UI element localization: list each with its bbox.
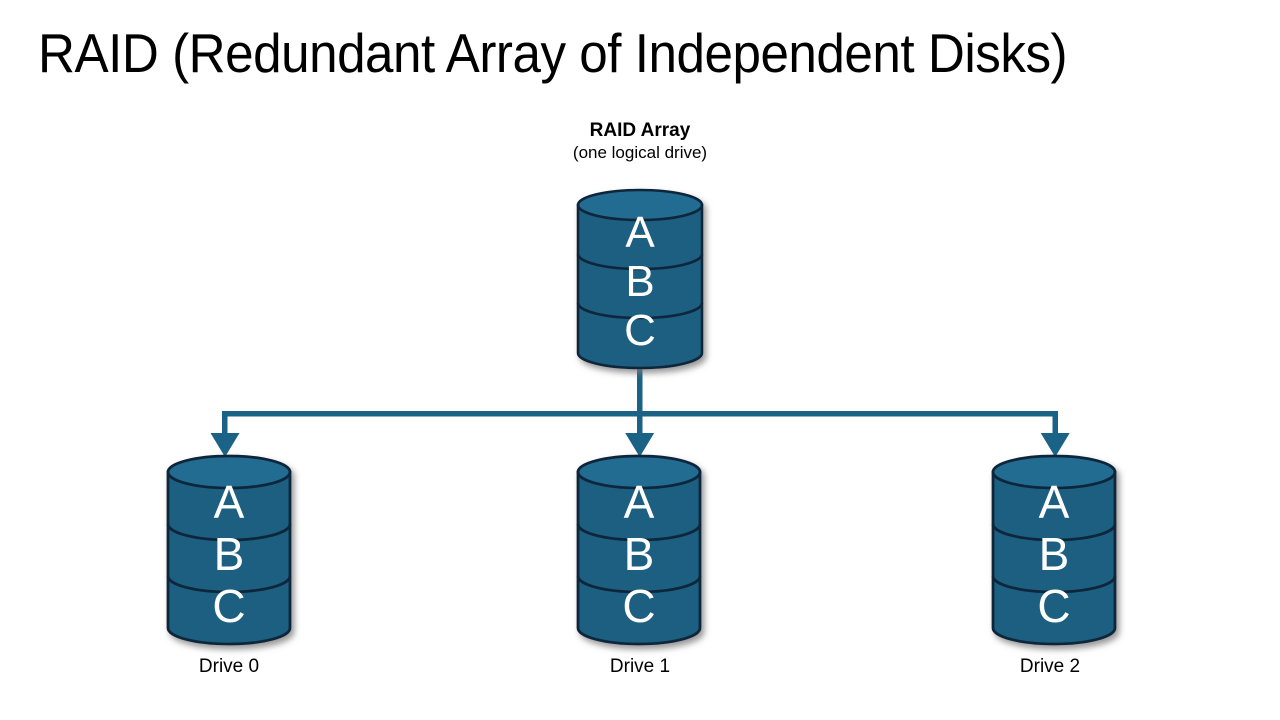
array-caption-title: RAID Array: [589, 120, 691, 141]
cylinder-divider-1: [991, 523, 1117, 542]
drive-0-segment-label-a: A: [214, 476, 245, 528]
arrowhead-drive-1: [625, 433, 655, 457]
cylinder-divider-2: [576, 575, 702, 594]
array-caption-subtitle: (one logical drive): [572, 143, 708, 162]
cylinder-body: [166, 470, 292, 646]
cylinder-divider-1: [576, 523, 702, 542]
connector-group: [210, 362, 1070, 457]
cylinder-divider-1: [166, 523, 292, 542]
connector-branch-drive-0: [222, 411, 228, 436]
drive-1-segment-label-a: A: [624, 476, 655, 528]
drive-2-segment-label-c: C: [1037, 580, 1070, 632]
cylinder-top-ellipse: [576, 188, 704, 222]
connector-stem-vertical: [637, 362, 643, 416]
drive-label-2: Drive 2: [1019, 656, 1081, 677]
drive-2-segment-label-a: A: [1039, 476, 1070, 528]
cylinder-drive-1: A B C: [576, 454, 702, 646]
drive-2-segment-label-b: B: [1039, 528, 1070, 580]
cylinder-divider-2: [166, 575, 292, 594]
connector-branch-drive-1: [637, 411, 643, 436]
cylinder-raid-array: A B C: [576, 188, 704, 370]
arrowhead-drive-2: [1040, 433, 1070, 457]
page-title: RAID (Redundant Array of Independent Dis…: [38, 22, 1068, 84]
arrowhead-drive-0: [210, 433, 240, 457]
drive-1-segment-label-c: C: [622, 580, 655, 632]
array-segment-label-c: C: [624, 306, 656, 355]
cylinder-top-ellipse: [991, 454, 1117, 490]
cylinder-body: [576, 203, 704, 370]
array-caption: RAID Array (one logical drive): [470, 119, 810, 164]
array-segment-label-a: A: [625, 208, 655, 257]
array-segment-label-b: B: [625, 257, 654, 306]
drive-0-segment-label-b: B: [214, 528, 245, 580]
cylinder-divider-2: [576, 302, 704, 320]
cylinder-divider-1: [576, 253, 704, 271]
cylinder-top-ellipse: [576, 454, 702, 490]
connector-branch-drive-2: [1052, 411, 1058, 436]
cylinder-drive-0: A B C: [166, 454, 292, 646]
cylinder-top-ellipse: [166, 454, 292, 490]
drive-label-1: Drive 1: [609, 656, 671, 677]
cylinder-body: [576, 470, 702, 646]
cylinder-divider-2: [991, 575, 1117, 594]
cylinder-body: [991, 470, 1117, 646]
drive-0-segment-label-c: C: [212, 580, 245, 632]
cylinder-drive-2: A B C: [991, 454, 1117, 646]
drive-1-segment-label-b: B: [624, 528, 655, 580]
drive-label-0: Drive 0: [198, 656, 260, 677]
